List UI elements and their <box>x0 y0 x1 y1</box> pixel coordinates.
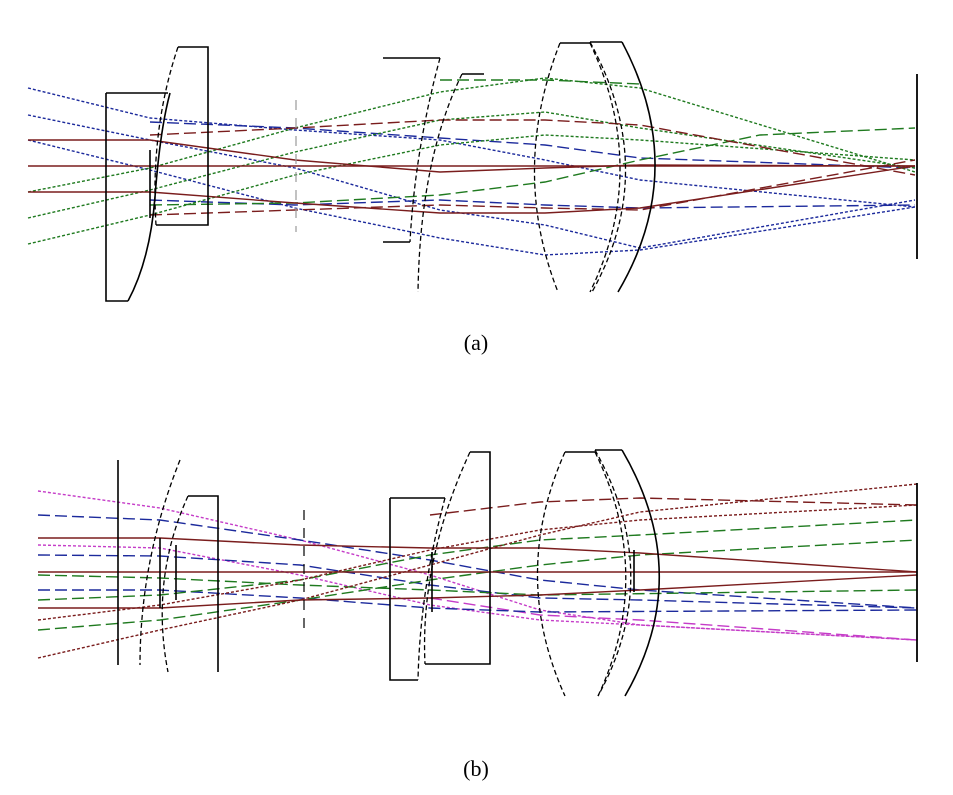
lens-a3-curve-2 <box>417 73 463 293</box>
ray-blue-1 <box>27 87 916 208</box>
ray-brown-dash-1 <box>149 119 916 176</box>
lens-group-b <box>117 449 918 697</box>
panel-a: (a) <box>27 41 918 355</box>
ray-brown-upper <box>28 139 916 173</box>
ray-brown-b-3 <box>429 497 918 516</box>
lens-a5-right <box>617 41 656 293</box>
lens-a2-curve <box>154 46 179 226</box>
lens-a4-left <box>533 42 561 293</box>
lens-a2 <box>156 46 209 226</box>
caption-a: (a) <box>464 330 488 355</box>
ray-magenta-1 <box>37 490 918 641</box>
lens-b2-curve <box>161 495 189 673</box>
caption-b: (b) <box>463 756 489 781</box>
ray-blue-b3 <box>38 589 918 613</box>
lens-a3-curve-1 <box>409 57 441 243</box>
ray-blue-5 <box>149 199 916 209</box>
lens-b5-left <box>536 451 566 697</box>
ray-green-5 <box>440 79 641 85</box>
ray-green-b2 <box>37 539 918 631</box>
ray-blue-b1 <box>37 514 918 609</box>
lens-b3 <box>389 497 445 681</box>
lens-a5-left <box>589 41 627 293</box>
ray-bundle-a <box>27 77 916 256</box>
lens-group-a <box>105 41 918 302</box>
lens-b1-curve <box>139 459 181 666</box>
ray-magenta-2 <box>37 544 918 641</box>
ray-brown-b-upper <box>38 537 918 573</box>
lens-b4-curve <box>423 451 471 665</box>
lens-b6-right <box>621 449 661 697</box>
ray-magenta-3 <box>429 597 918 641</box>
panel-b: (b) <box>37 449 918 781</box>
ray-green-b3 <box>37 574 918 596</box>
lens-b5-right <box>594 451 627 697</box>
ray-blue-4 <box>149 121 916 169</box>
ray-green-b1 <box>37 519 918 601</box>
lens-a3 <box>383 57 440 243</box>
lens-a1 <box>105 92 171 302</box>
ray-blue-3 <box>27 139 916 256</box>
ray-bundle-b <box>37 483 918 659</box>
ray-green-1 <box>27 77 916 193</box>
lens-b2 <box>188 495 219 672</box>
lens-a4-right <box>589 42 621 293</box>
ray-brown-b-1 <box>37 483 918 659</box>
lens-b6-left <box>594 449 632 697</box>
lens-b4 <box>425 451 491 665</box>
lens-b3-curve <box>417 497 446 681</box>
ray-brown-dash-2 <box>149 159 916 216</box>
